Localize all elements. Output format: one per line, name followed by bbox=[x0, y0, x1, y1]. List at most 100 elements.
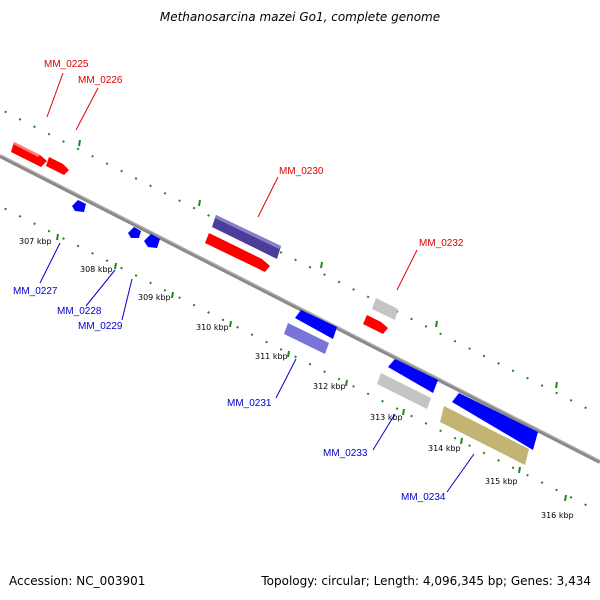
minor-tick bbox=[207, 311, 210, 314]
minor-tick bbox=[453, 339, 457, 343]
minor-tick bbox=[584, 503, 587, 507]
minor-tick bbox=[134, 177, 138, 180]
major-tick bbox=[171, 291, 174, 299]
minor-tick bbox=[279, 251, 283, 254]
major-tick bbox=[229, 320, 232, 328]
minor-tick bbox=[62, 237, 65, 240]
minor-tick bbox=[265, 340, 268, 344]
minor-tick bbox=[279, 348, 283, 351]
gene-mm-0226[interactable] bbox=[46, 157, 69, 175]
gene-mm-0225[interactable] bbox=[11, 142, 47, 167]
minor-tick bbox=[569, 399, 573, 402]
minor-tick bbox=[482, 451, 486, 455]
major-tick bbox=[56, 233, 59, 241]
label-leader-lines bbox=[39, 72, 475, 493]
minor-tick bbox=[4, 207, 7, 211]
minor-tick bbox=[410, 317, 413, 321]
minor-tick bbox=[352, 385, 355, 388]
major-tick bbox=[114, 262, 117, 270]
major-tick bbox=[564, 494, 567, 502]
minor-tick bbox=[105, 259, 109, 263]
scale-label: 310 kbp bbox=[196, 323, 229, 332]
major-tick bbox=[555, 381, 558, 389]
gene-mm-0231[interactable] bbox=[284, 310, 337, 354]
minor-tick bbox=[134, 274, 138, 277]
minor-tick bbox=[76, 244, 80, 248]
minor-tick bbox=[105, 162, 109, 166]
gene-label[interactable]: MM_0230 bbox=[279, 166, 324, 177]
major-tick bbox=[78, 139, 81, 147]
genome-backbone-highlight bbox=[0, 154, 600, 461]
minor-tick bbox=[410, 414, 413, 418]
major-tick bbox=[435, 320, 438, 328]
major-tick bbox=[320, 261, 323, 269]
minor-tick bbox=[439, 429, 442, 433]
scale-label: 314 kbp bbox=[428, 444, 461, 453]
gene-mm-0232[interactable] bbox=[363, 298, 398, 334]
minor-tick bbox=[91, 154, 94, 158]
minor-tick bbox=[526, 376, 529, 380]
minor-tick bbox=[511, 369, 515, 373]
gene-mm-0230[interactable] bbox=[205, 215, 281, 272]
minor-tick bbox=[250, 333, 254, 337]
gene-label[interactable]: MM_0229 bbox=[78, 321, 123, 332]
major-tick bbox=[198, 199, 201, 207]
minor-tick bbox=[482, 354, 486, 358]
minor-tick bbox=[352, 288, 355, 291]
minor-tick bbox=[4, 110, 7, 114]
minor-tick bbox=[381, 399, 384, 403]
minor-tick bbox=[163, 191, 167, 195]
major-tick bbox=[518, 466, 521, 474]
minor-tick bbox=[395, 407, 399, 410]
minor-tick bbox=[323, 370, 326, 373]
major-tick bbox=[287, 350, 290, 358]
gene-label[interactable]: MM_0225 bbox=[44, 59, 89, 70]
tick-marks bbox=[4, 110, 587, 507]
minor-tick bbox=[192, 206, 196, 210]
gene-mm-0233[interactable] bbox=[377, 359, 438, 409]
gene-label[interactable]: MM_0234 bbox=[401, 492, 446, 503]
gene-label[interactable]: MM_0233 bbox=[323, 448, 368, 459]
scale-label: 312 kbp bbox=[313, 382, 346, 391]
gene-mm-0234[interactable] bbox=[440, 393, 538, 465]
minor-tick bbox=[149, 184, 152, 188]
page-title: Methanosarcina mazei Go1, complete genom… bbox=[159, 10, 441, 24]
minor-tick bbox=[511, 466, 515, 470]
minor-tick bbox=[207, 214, 210, 217]
minor-tick bbox=[453, 436, 457, 440]
gene-label[interactable]: MM_0228 bbox=[57, 306, 102, 317]
gene-mm-0229[interactable] bbox=[144, 234, 160, 248]
minor-tick bbox=[236, 325, 239, 329]
minor-tick bbox=[221, 318, 225, 322]
gene-mm-0228[interactable] bbox=[128, 227, 141, 238]
minor-tick bbox=[47, 132, 51, 136]
minor-tick bbox=[308, 265, 312, 269]
minor-tick bbox=[149, 281, 152, 285]
minor-tick bbox=[33, 125, 36, 129]
minor-tick bbox=[555, 488, 558, 492]
minor-tick bbox=[33, 222, 36, 226]
scale-label: 311 kbp bbox=[255, 352, 288, 361]
minor-tick bbox=[569, 496, 573, 499]
scale-label: 315 kbp bbox=[485, 477, 518, 486]
minor-tick bbox=[439, 332, 442, 336]
minor-tick bbox=[120, 266, 123, 270]
minor-tick bbox=[555, 391, 558, 395]
minor-tick bbox=[308, 362, 312, 366]
minor-tick bbox=[18, 118, 22, 121]
minor-tick bbox=[18, 215, 22, 218]
minor-tick bbox=[192, 303, 196, 307]
minor-tick bbox=[584, 406, 587, 410]
minor-tick bbox=[91, 251, 94, 255]
gene-label[interactable]: MM_0231 bbox=[227, 398, 272, 409]
gene-label[interactable]: MM_0232 bbox=[419, 238, 464, 249]
gene-mm-0227[interactable] bbox=[72, 200, 86, 212]
accession-text: Accession: NC_003901 bbox=[9, 574, 146, 588]
minor-tick bbox=[178, 296, 181, 300]
minor-tick bbox=[120, 169, 123, 173]
minor-tick bbox=[468, 444, 471, 447]
scale-label: 313 kbp bbox=[370, 413, 403, 422]
gene-label[interactable]: MM_0227 bbox=[13, 286, 58, 297]
gene-label[interactable]: MM_0226 bbox=[78, 75, 123, 86]
